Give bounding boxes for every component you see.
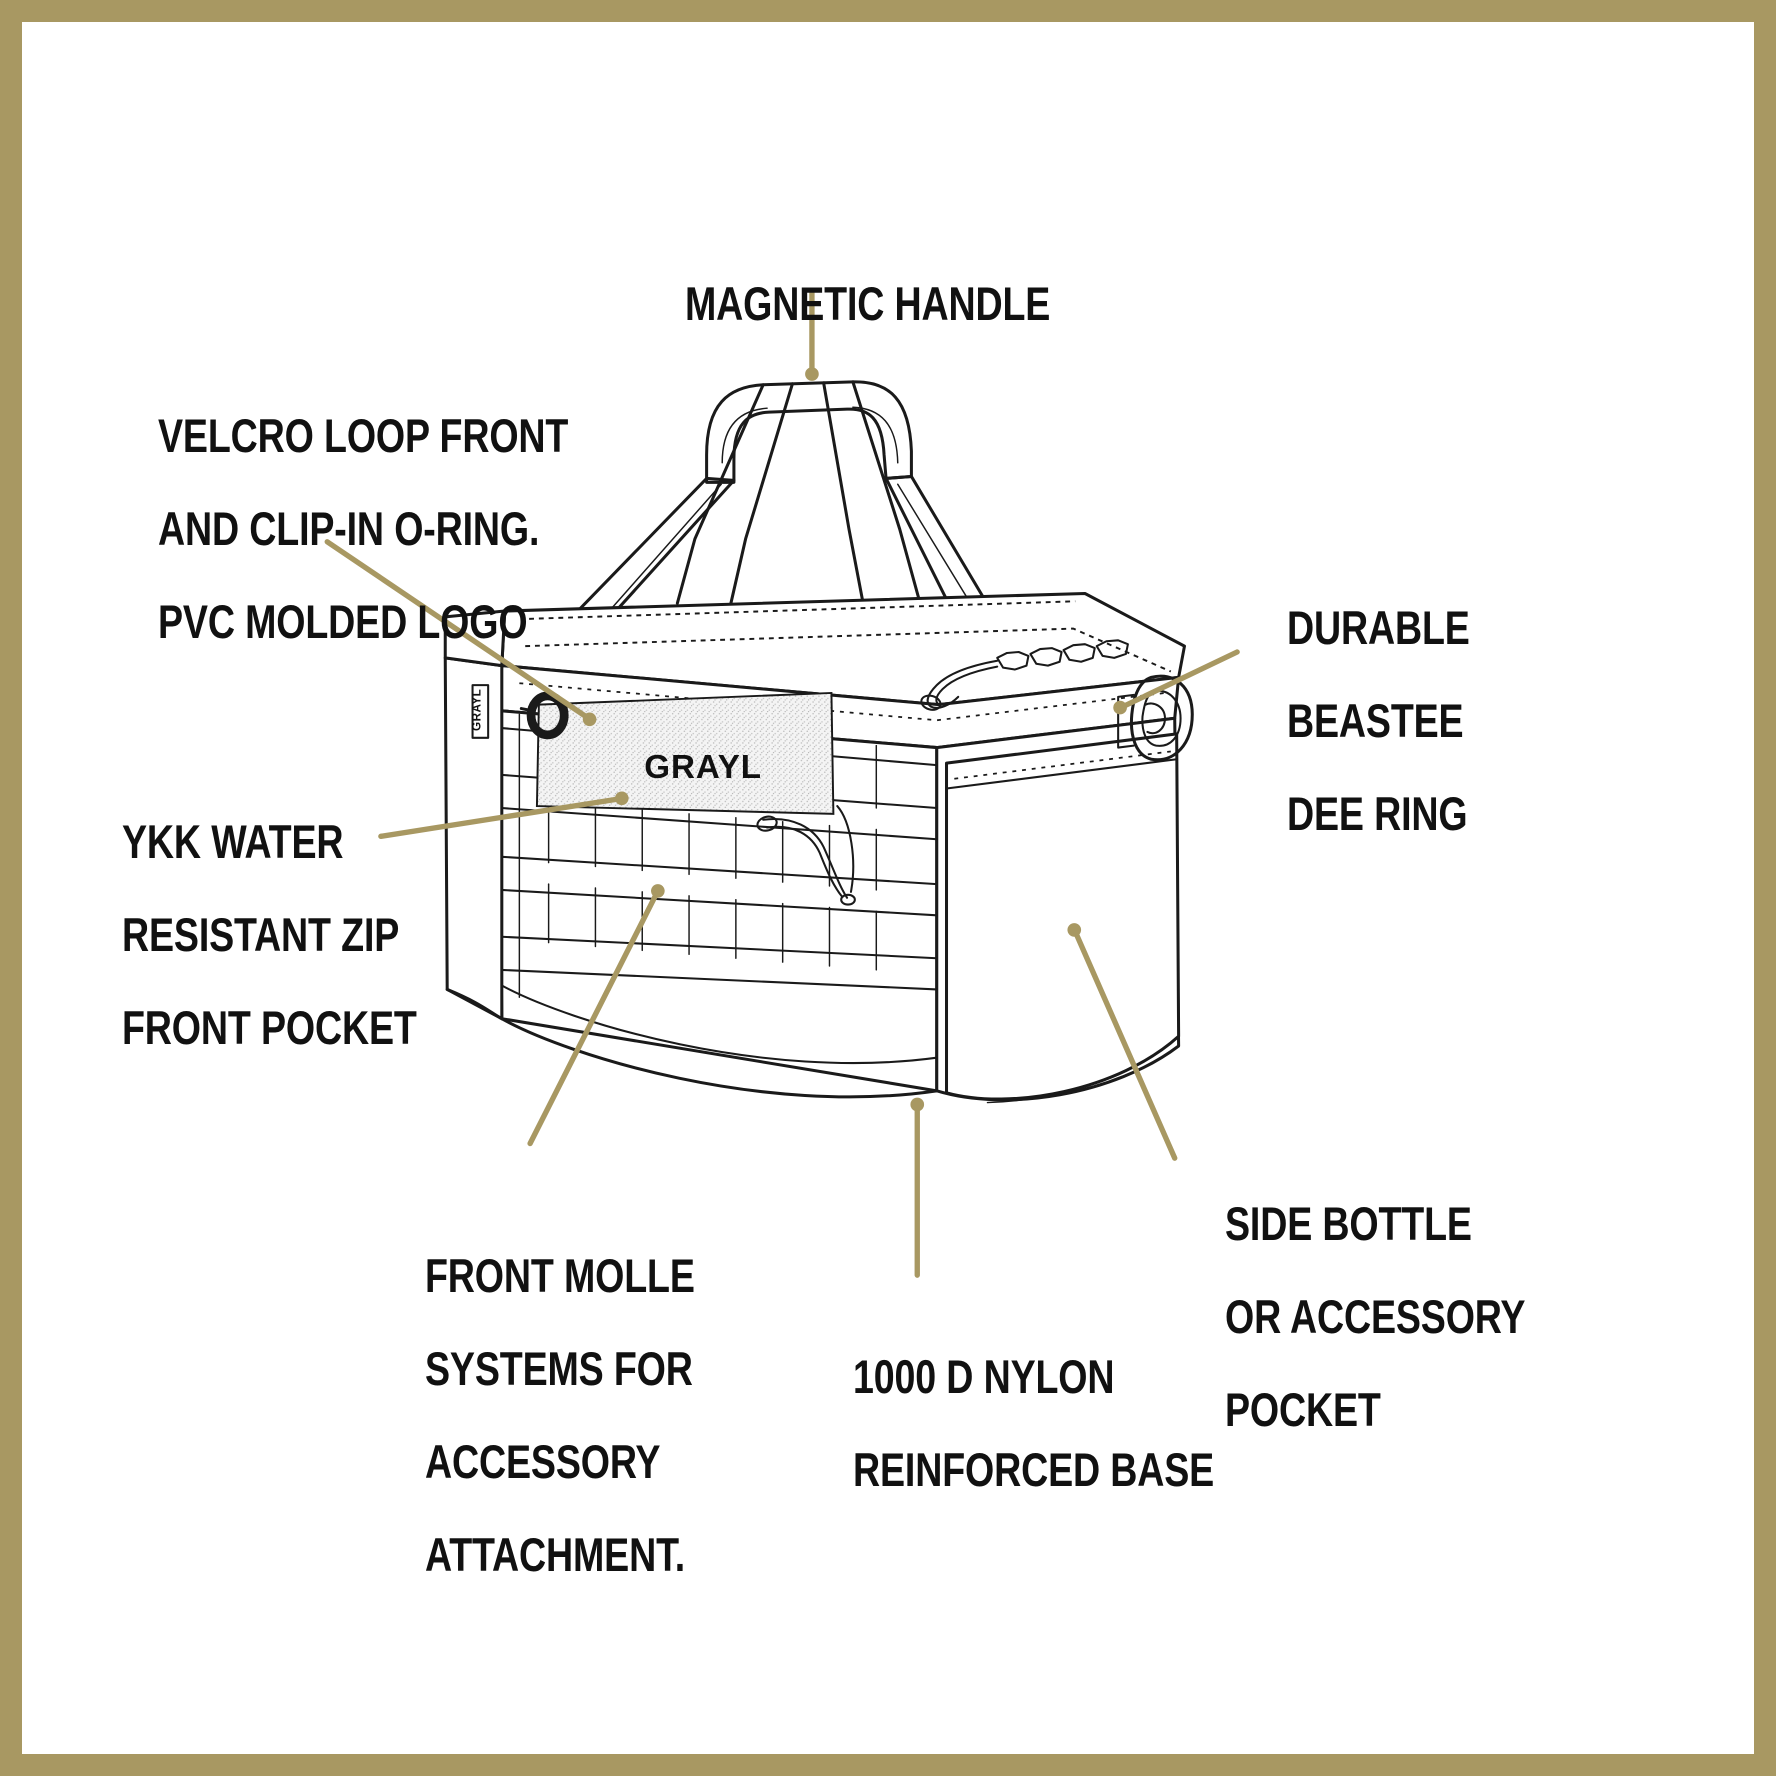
callout-line: ATTACHMENT. — [425, 1527, 686, 1581]
callout-velcro-loop-front: VELCRO LOOP FRONT AND CLIP-IN O-RING. PV… — [158, 366, 671, 692]
callout-line: DURABLE — [1287, 600, 1470, 654]
callout-line: 1000 D NYLON — [853, 1349, 1115, 1403]
velcro-loop-panel: GRAYL — [535, 691, 835, 815]
callout-line: YKK WATER — [122, 814, 344, 868]
callout-line: VELCRO LOOP FRONT — [158, 408, 569, 462]
diagram-stage: GRAYL GRAYL — [22, 22, 1754, 1754]
grayl-side-tag: GRAYL — [470, 684, 490, 739]
callout-line: OR ACCESSORY — [1225, 1289, 1526, 1343]
callout-line: POCKET — [1225, 1382, 1381, 1436]
clip-in-o-ring — [519, 691, 569, 740]
front-molle-grid — [500, 713, 938, 998]
callout-line: FRONT POCKET — [122, 1000, 417, 1054]
leader-lines — [324, 287, 1240, 1278]
callout-ykk-water-resistant-zip: YKK WATER RESISTANT ZIP FRONT POCKET — [122, 772, 490, 1098]
callout-line: MAGNETIC HANDLE — [685, 276, 1051, 330]
callout-line: REINFORCED BASE — [853, 1442, 1215, 1496]
callout-magnetic-handle: MAGNETIC HANDLE — [685, 234, 1142, 374]
callout-line: AND CLIP-IN O-RING. — [158, 501, 540, 555]
callout-line: ACCESSORY — [425, 1434, 661, 1488]
callout-front-molle-systems: FRONT MOLLE SYSTEMS FOR ACCESSORY ATTACH… — [425, 1206, 762, 1625]
ykk-zip-front-pocket — [756, 805, 856, 906]
callout-line: FRONT MOLLE — [425, 1248, 695, 1302]
product-illustration: GRAYL GRAYL — [324, 287, 1240, 1278]
callout-line: RESISTANT ZIP — [122, 907, 400, 961]
callout-side-bottle-pocket: SIDE BOTTLE OR ACCESSORY POCKET — [1225, 1154, 1600, 1480]
callout-nylon-reinforced-base: 1000 D NYLON REINFORCED BASE — [853, 1307, 1304, 1540]
callout-line: PVC MOLDED LOGO — [158, 594, 528, 648]
panel-logo-text: GRAYL — [644, 749, 762, 786]
side-tag-text: GRAYL — [470, 689, 483, 731]
callout-line: SYSTEMS FOR — [425, 1341, 693, 1395]
top-zipper-chain — [920, 639, 1129, 711]
callout-line: SIDE BOTTLE — [1225, 1196, 1472, 1250]
callout-line: BEASTEE — [1287, 693, 1464, 747]
callout-line: DEE RING — [1287, 786, 1468, 840]
callout-durable-beastee-dee-ring: DURABLE BEASTEE DEE RING — [1287, 558, 1515, 884]
